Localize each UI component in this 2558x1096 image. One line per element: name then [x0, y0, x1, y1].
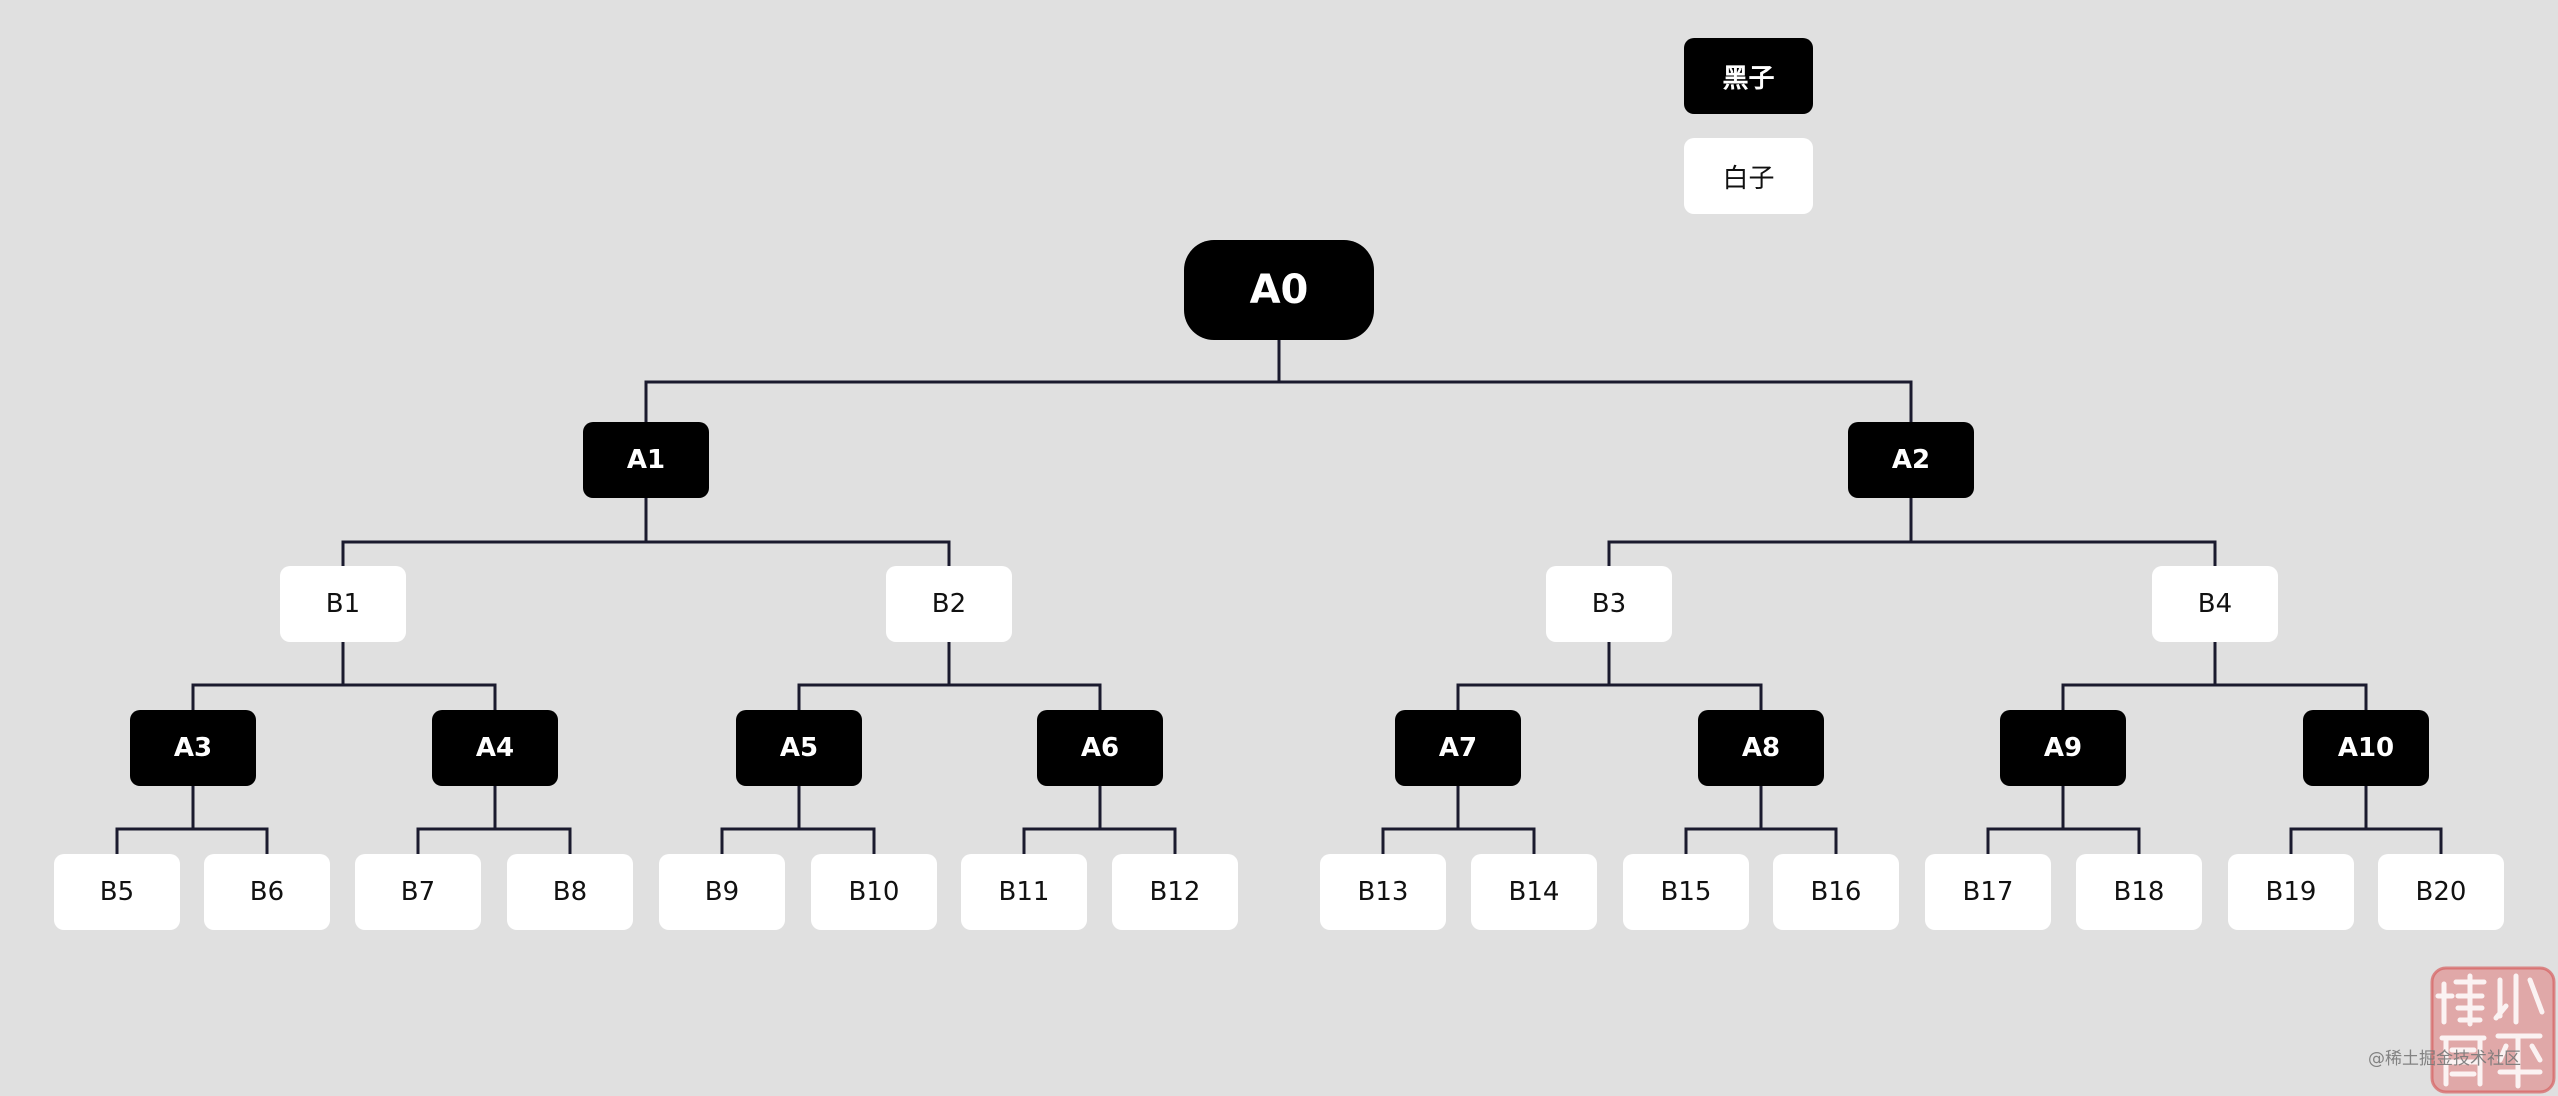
edge-a8	[1684, 784, 1838, 856]
node-a5: A5	[736, 710, 862, 786]
node-b12: B12	[1112, 854, 1238, 930]
edge-b2	[797, 640, 1102, 712]
node-a0: A0	[1184, 240, 1374, 340]
node-a10: A10	[2303, 710, 2429, 786]
node-b2: B2	[886, 566, 1012, 642]
edge-b4	[2061, 640, 2368, 712]
node-a1: A1	[583, 422, 709, 498]
node-a3: A3	[130, 710, 256, 786]
node-b15: B15	[1623, 854, 1749, 930]
node-b10: B10	[811, 854, 937, 930]
edge-a10	[2289, 784, 2443, 856]
node-b16: B16	[1773, 854, 1899, 930]
edge-a2	[1607, 496, 2217, 568]
node-a4: A4	[432, 710, 558, 786]
node-a8: A8	[1698, 710, 1824, 786]
node-b5: B5	[54, 854, 180, 930]
node-b20: B20	[2378, 854, 2504, 930]
node-b4: B4	[2152, 566, 2278, 642]
edge-a4	[416, 784, 572, 856]
node-b18: B18	[2076, 854, 2202, 930]
edge-b1	[191, 640, 497, 712]
edge-a7	[1381, 784, 1536, 856]
node-b6: B6	[204, 854, 330, 930]
edge-a6	[1022, 784, 1177, 856]
node-a7: A7	[1395, 710, 1521, 786]
edge-a1	[341, 496, 951, 568]
node-b17: B17	[1925, 854, 2051, 930]
node-a2: A2	[1848, 422, 1974, 498]
node-b1: B1	[280, 566, 406, 642]
node-b11: B11	[961, 854, 1087, 930]
edge-a3	[115, 784, 269, 856]
node-b14: B14	[1471, 854, 1597, 930]
node-b3: B3	[1546, 566, 1672, 642]
legend-white-piece: 白子	[1684, 138, 1813, 214]
edge-a5	[720, 784, 876, 856]
node-b8: B8	[507, 854, 633, 930]
seal-stamp-icon	[2430, 966, 2556, 1094]
node-a9: A9	[2000, 710, 2126, 786]
node-a6: A6	[1037, 710, 1163, 786]
node-b19: B19	[2228, 854, 2354, 930]
legend-black-piece: 黑子	[1684, 38, 1813, 114]
node-b9: B9	[659, 854, 785, 930]
edge-a9	[1986, 784, 2141, 856]
node-b7: B7	[355, 854, 481, 930]
edge-b3	[1456, 640, 1763, 712]
edge-a0	[644, 338, 1913, 424]
node-b13: B13	[1320, 854, 1446, 930]
watermark-text: @稀土掘金技术社区	[2368, 1049, 2521, 1069]
